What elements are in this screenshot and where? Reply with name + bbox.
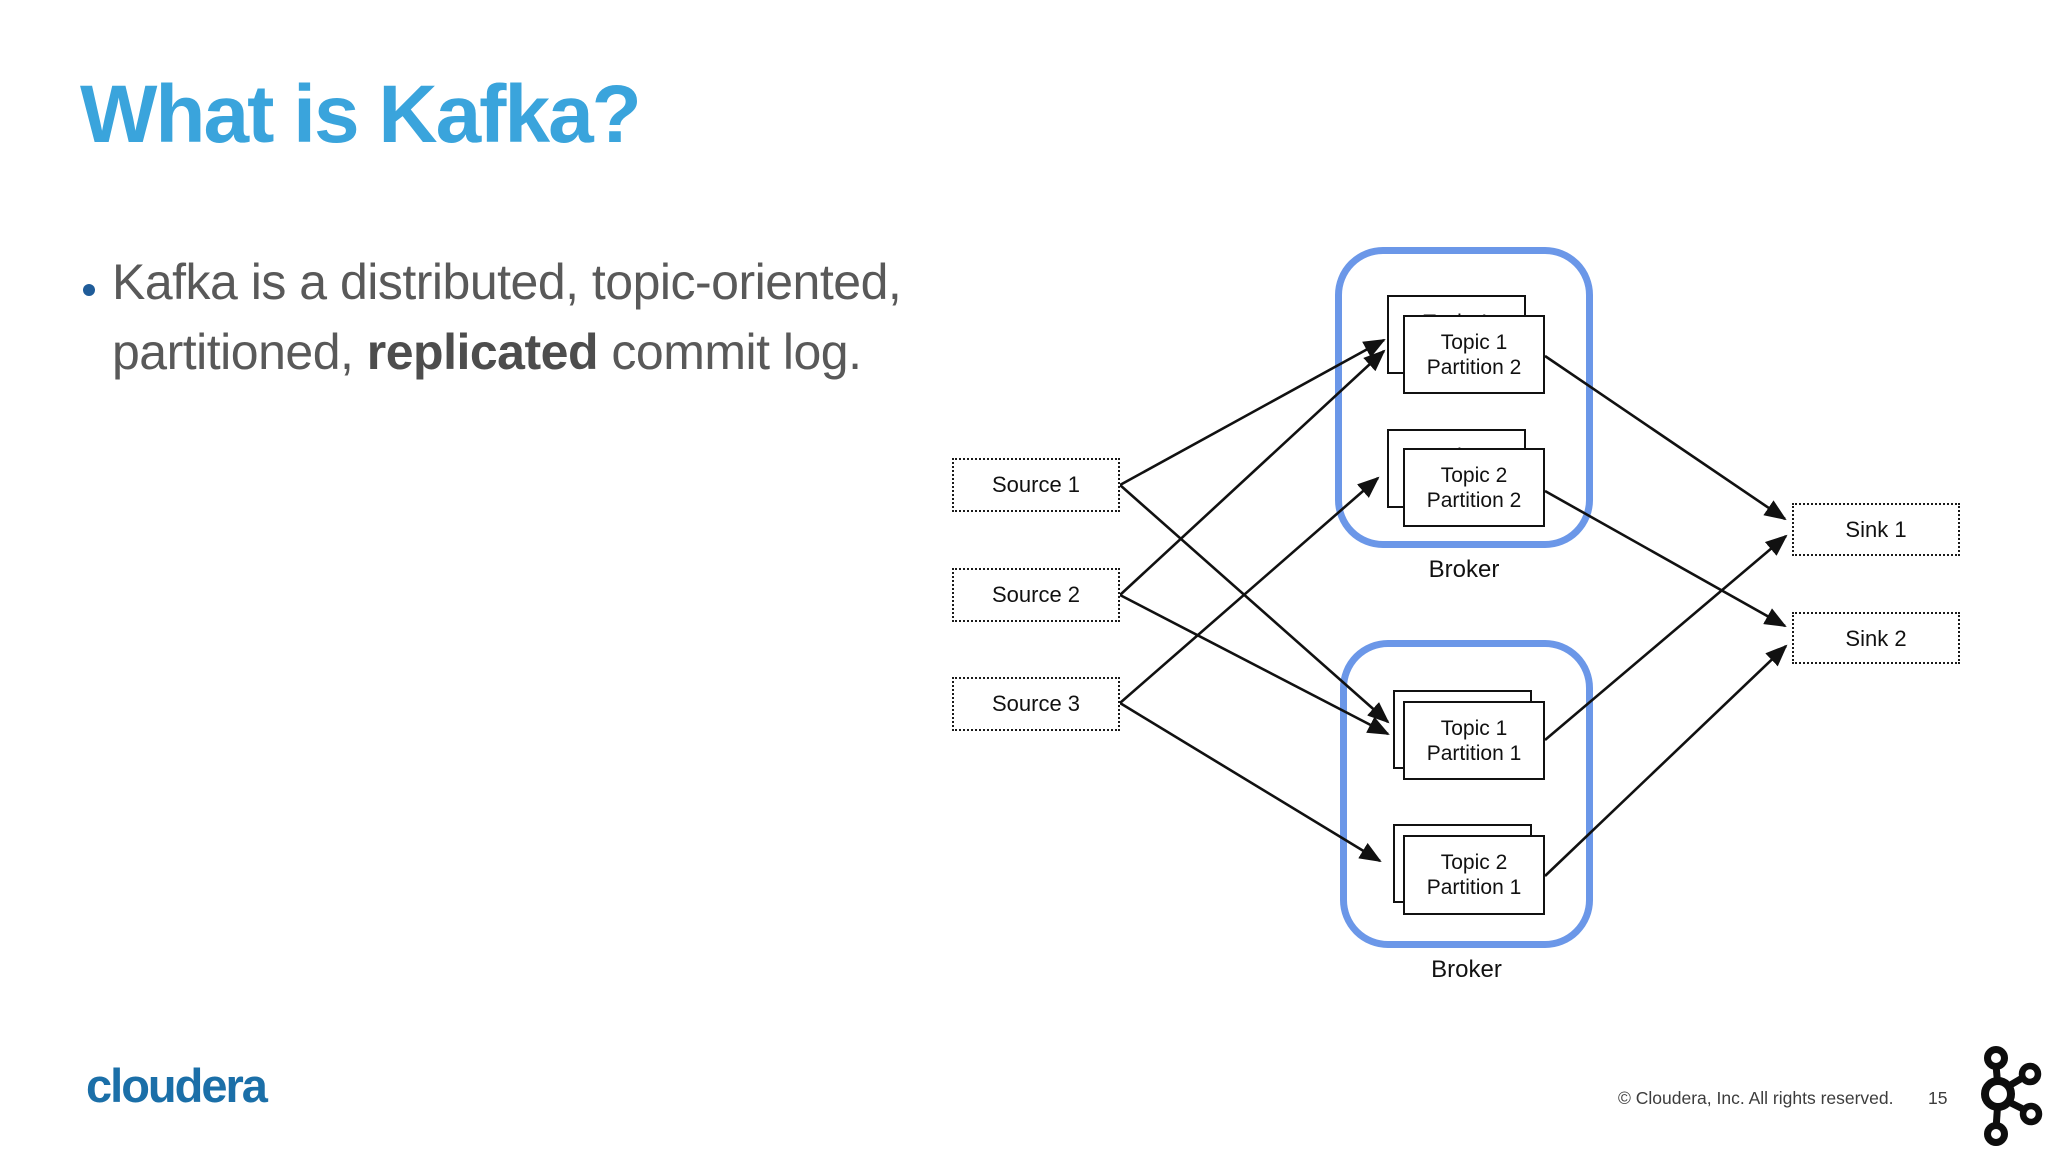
source-box-1: Source 1 xyxy=(952,458,1120,512)
edge-arrow xyxy=(1544,489,1787,628)
edge-arrow xyxy=(1119,701,1382,863)
sink-box-1: Sink 1 xyxy=(1792,503,1960,556)
bullet-text: Kafka is a distributed, topic-oriented, … xyxy=(112,247,1012,387)
edge-arrow xyxy=(1119,484,1390,724)
edge-arrow xyxy=(1119,349,1386,596)
edge-arrow xyxy=(1544,534,1788,741)
broker-label-1: Broker xyxy=(1428,556,1500,583)
topic-card-topic2-partition1: Topic 2 Partition 1 xyxy=(1403,835,1545,915)
sink-box-2: Sink 2 xyxy=(1792,612,1960,664)
edge-arrow xyxy=(1119,593,1390,736)
broker-container-1 xyxy=(1335,247,1593,548)
topic-card-topic1-partition1: Topic 1 Partition 1 xyxy=(1403,701,1545,780)
bullet-line-1: Kafka is a distributed, topic-oriented, xyxy=(112,254,902,310)
broker-label-2: Broker xyxy=(1431,956,1502,983)
page-number: 15 xyxy=(1928,1088,1948,1108)
bullet-line-2: partitioned, replicated commit log. xyxy=(112,324,862,380)
bullet-bold-word: replicated xyxy=(366,324,599,380)
bullet-icon xyxy=(83,284,95,296)
edge-arrow xyxy=(1544,644,1788,877)
source-box-2: Source 2 xyxy=(952,568,1120,622)
cloudera-logo: cloudera xyxy=(86,1059,268,1112)
edge-arrow xyxy=(1544,354,1787,521)
broker-container-2 xyxy=(1340,640,1593,948)
source-box-3: Source 3 xyxy=(952,677,1120,731)
topic-card-topic2-partition2: Topic 2 Partition 2 xyxy=(1403,448,1545,527)
topic-card-topic1-partition2: Topic 1 Partition 2 xyxy=(1403,315,1545,394)
copyright-text: © Cloudera, Inc. All rights reserved. xyxy=(1618,1088,1894,1108)
edge-arrow xyxy=(1119,338,1386,487)
kafka-logo-icon xyxy=(1981,1046,2043,1146)
slide-title: What is Kafka? xyxy=(80,69,642,160)
edge-arrow xyxy=(1119,476,1380,704)
